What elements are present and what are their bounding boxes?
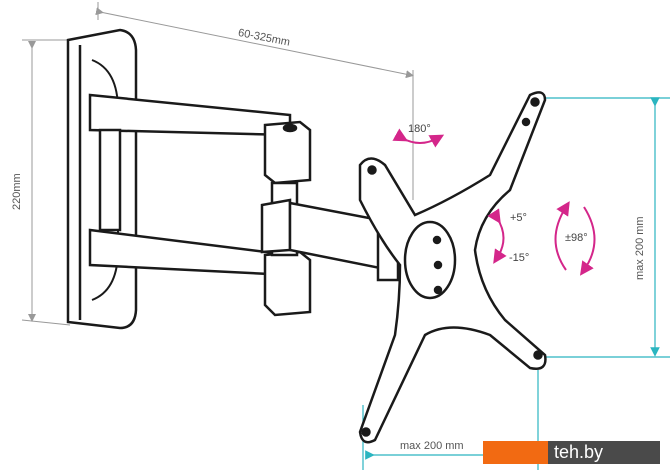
rotation-arrow-icon (579, 206, 596, 276)
height-label: 220mm (11, 173, 23, 210)
watermark-text: teh.by (548, 441, 660, 464)
swivel-label: 180° (408, 123, 431, 135)
watermark-logo-block (483, 441, 548, 464)
vesa-plate (358, 91, 547, 444)
tilt-arrow-icon (487, 208, 507, 264)
rotation-label: ±98° (565, 232, 588, 244)
vesa-vertical-label: max 200 mm (634, 216, 646, 280)
vesa-horizontal-label: max 200 mm (400, 440, 464, 452)
tilt-up-label: +5° (510, 212, 527, 224)
height-dimension (21, 39, 71, 326)
angle-arrows (392, 128, 596, 276)
swivel-arrow-icon (392, 128, 445, 148)
watermark: teh.by (483, 441, 660, 464)
tilt-down-label: -15° (509, 252, 529, 264)
